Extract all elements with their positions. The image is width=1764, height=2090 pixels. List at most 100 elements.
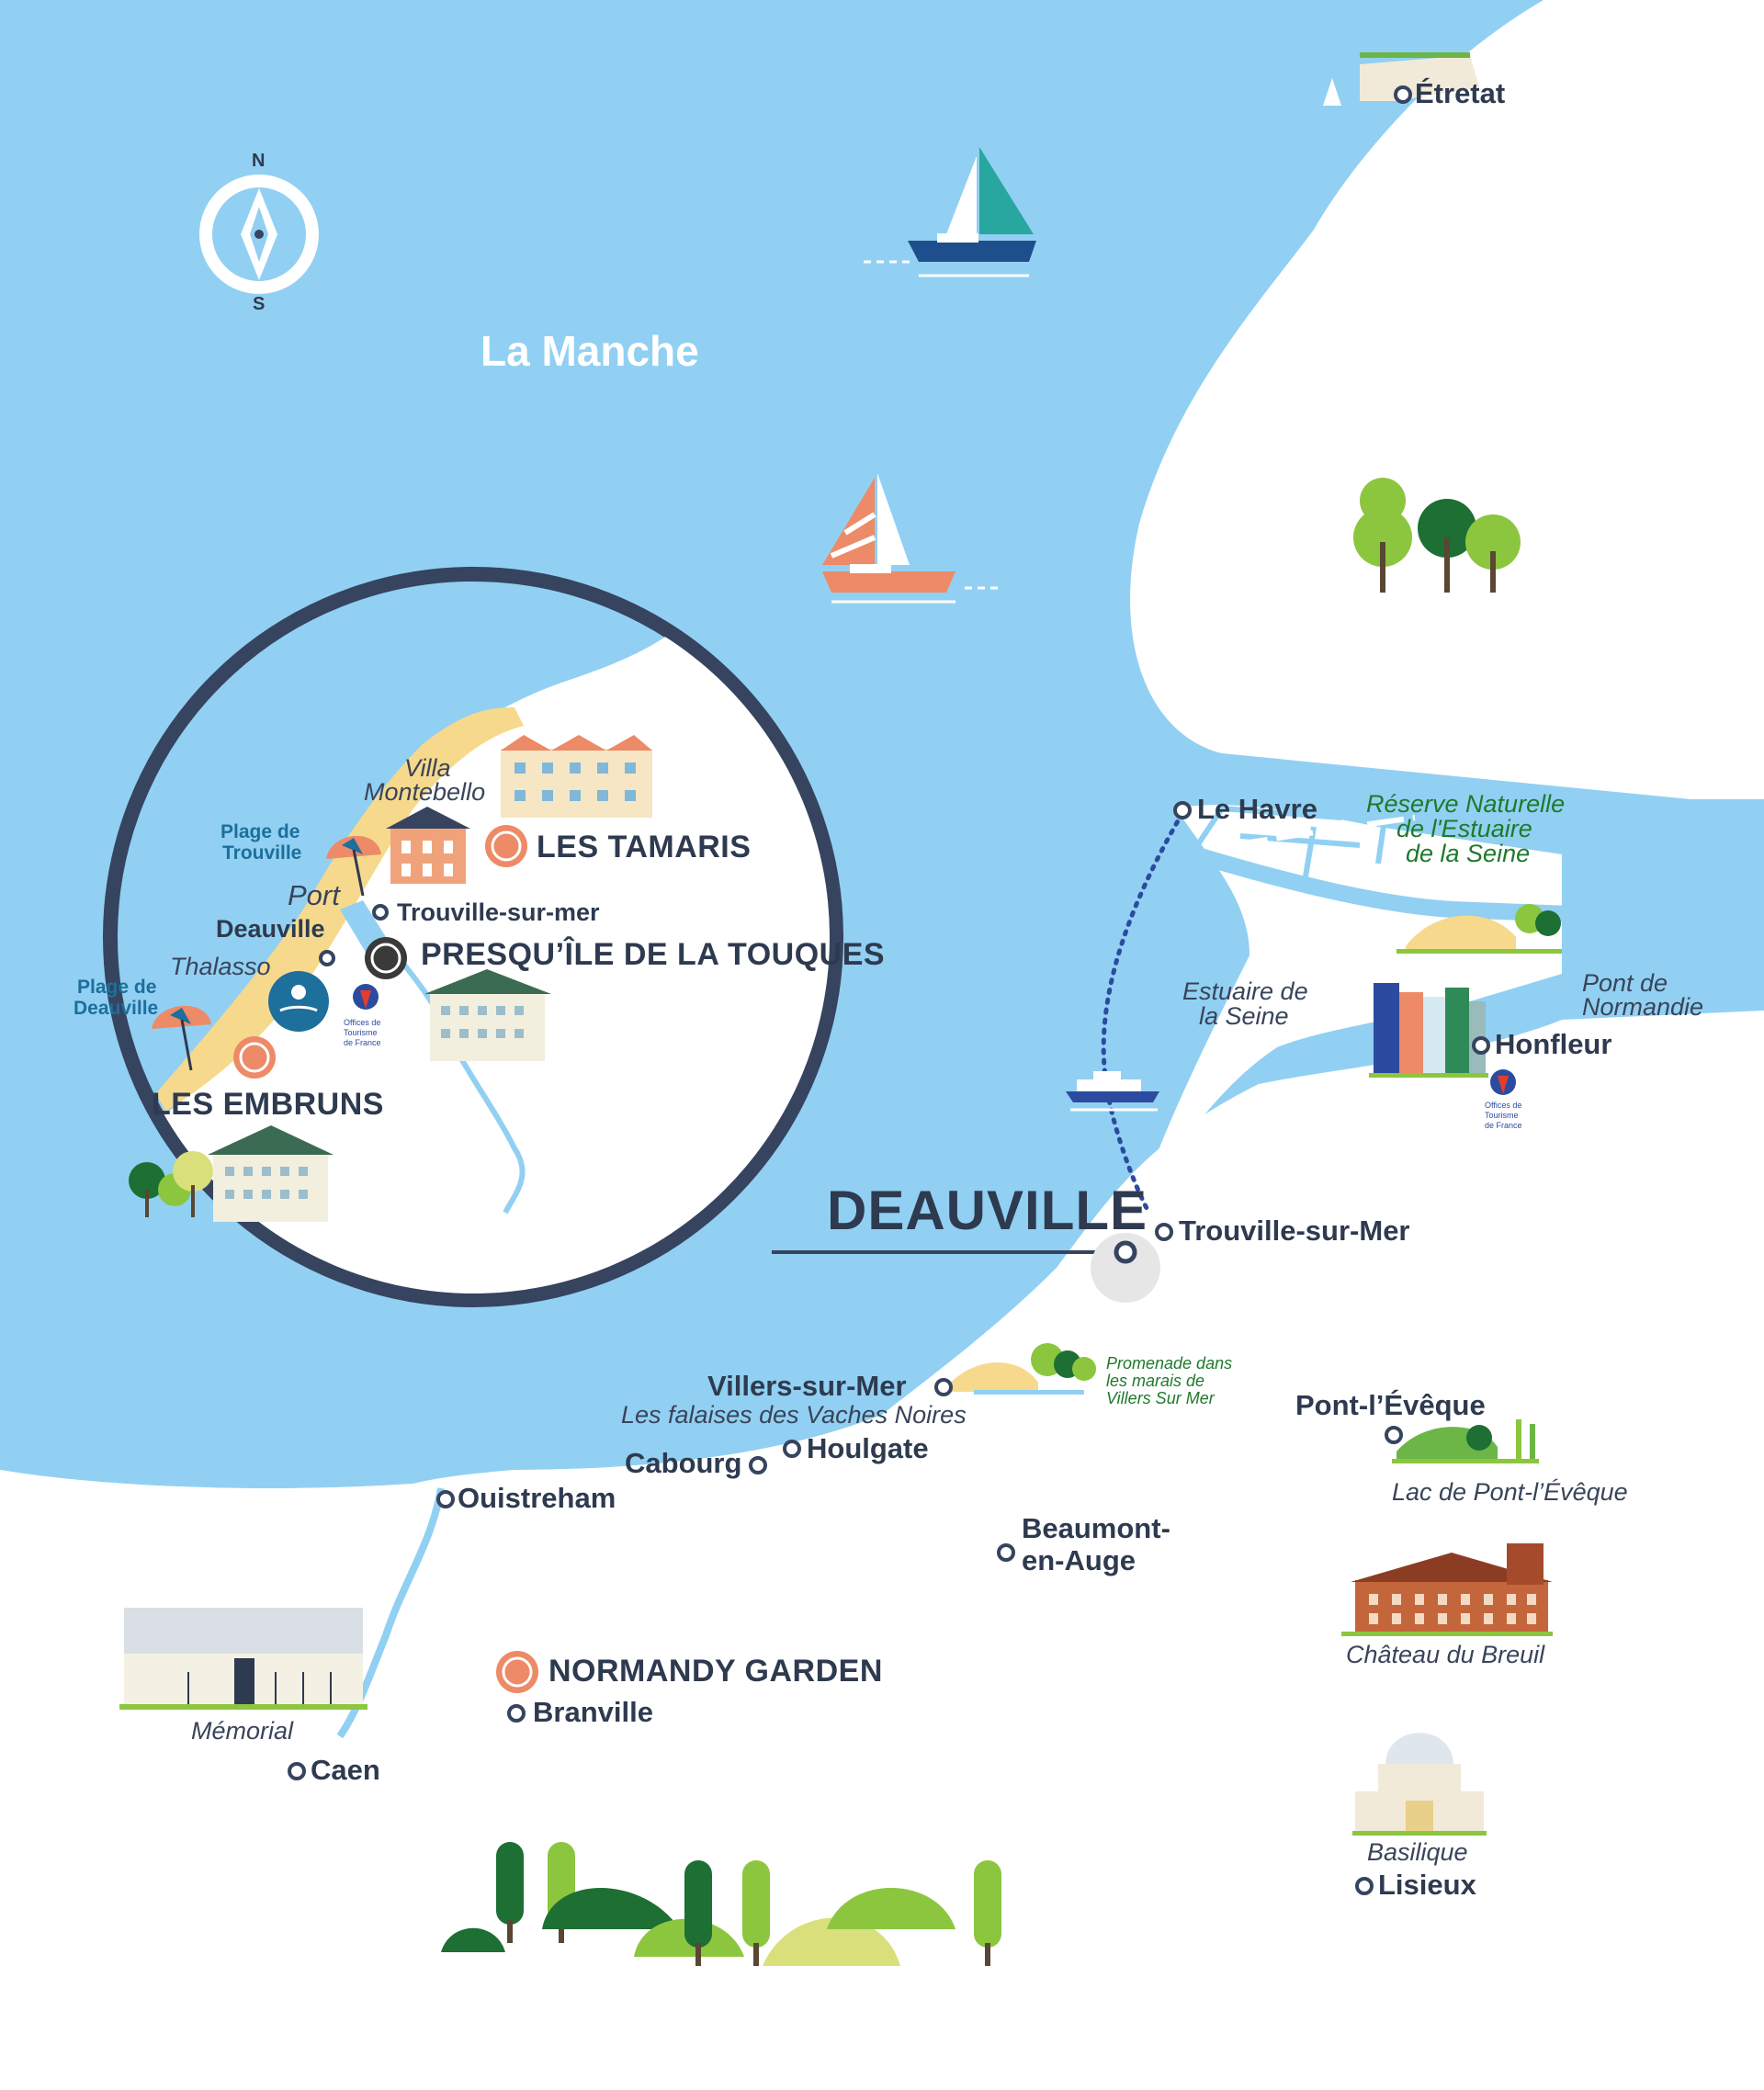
etretat-cliffs-icon [1323, 52, 1479, 106]
pin-presquile-icon [365, 937, 407, 979]
harbour-docks [1192, 798, 1390, 883]
city-beaumont-1: Beaumont- [1022, 1512, 1170, 1544]
city-branville: Branville [533, 1696, 653, 1728]
basilique-icon [1352, 1733, 1487, 1836]
city-pont-leveque: Pont-l’Évêque [1295, 1389, 1486, 1421]
marker-caen [288, 1762, 306, 1780]
reserve-label-1: Réserve Naturelle [1366, 790, 1566, 818]
plage-trouville-label-2: Trouville [222, 842, 302, 864]
parasol-deauville-icon [152, 1005, 211, 1071]
memorial-icon [119, 1608, 368, 1710]
residence-presquile[interactable]: PRESQU’ÎLE DE LA TOUQUES [421, 937, 886, 972]
thalasso-icon [268, 971, 329, 1032]
city-honfleur: Honfleur [1495, 1028, 1612, 1060]
city-cabourg: Cabourg [625, 1447, 742, 1479]
pont-normandie-label-1: Pont de [1582, 969, 1668, 997]
chateau-breuil-icon [1341, 1543, 1553, 1636]
sailboat-teal-icon [864, 147, 1036, 277]
marker-trouville [1155, 1223, 1173, 1241]
inset-deauville-label: Deauville [216, 915, 325, 943]
pin-normandy-icon [496, 1651, 538, 1693]
marker-pont-leveque [1385, 1426, 1403, 1444]
pin-tamaris-icon [485, 825, 527, 867]
lac-scene-icon [1392, 1419, 1539, 1463]
ferry-boat [1066, 1071, 1159, 1112]
office-inset-3: de France [344, 1038, 381, 1047]
city-lisieux: Lisieux [1378, 1869, 1476, 1901]
lac-label: Lac de Pont-l’Évêque [1392, 1478, 1628, 1506]
marker-honfleur [1472, 1036, 1490, 1055]
compass-north: N [252, 151, 266, 171]
marker-branville [507, 1704, 526, 1723]
seine-river-2 [1561, 977, 1764, 1007]
marker-villers [934, 1378, 953, 1396]
estuaire-label-2: la Seine [1199, 1002, 1289, 1030]
marker-le-havre [1173, 801, 1192, 819]
plage-deauville-label-1: Plage de [77, 977, 157, 998]
chateau-label: Château du Breuil [1346, 1641, 1545, 1668]
marker-inset-deauville [319, 950, 335, 966]
plage-deauville-label-2: Deauville [74, 998, 159, 1019]
villa-montebello-icon [386, 807, 470, 884]
residence-embruns[interactable]: LES EMBRUNS [152, 1087, 384, 1122]
pont-normandie-label-2: Normandie [1582, 993, 1704, 1021]
compass-icon [199, 175, 319, 294]
reserve-label-2: de l'Estuaire [1396, 815, 1532, 842]
marker-beaumont [997, 1543, 1015, 1562]
reserve-label-3: de la Seine [1406, 840, 1531, 867]
trees-northeast-icon [1353, 478, 1521, 593]
city-caen: Caen [311, 1754, 380, 1786]
city-villers: Villers-sur-Mer [707, 1370, 907, 1402]
office-tourisme-inset-icon [353, 984, 379, 1010]
sailboat-orange-icon [822, 473, 1001, 604]
city-ouistreham: Ouistreham [458, 1482, 616, 1514]
embruns-building-icon [208, 1125, 334, 1222]
compass-south: S [253, 294, 266, 314]
promenade-label-1: Promenade dans [1106, 1354, 1233, 1373]
reserve-nature-icon [1396, 904, 1562, 954]
le-havre-pier [1230, 815, 1416, 848]
forest-bottom-icon [441, 1842, 1001, 1966]
embruns-trees-icon [129, 1151, 213, 1217]
memorial-label: Mémorial [191, 1717, 294, 1745]
marker-inset-trouville [372, 904, 389, 921]
marker-ouistreham [436, 1490, 455, 1508]
basilique-label: Basilique [1367, 1838, 1468, 1866]
promenade-label-3: Villers Sur Mer [1106, 1389, 1215, 1407]
office-tourisme-honfleur-icon [1490, 1069, 1516, 1095]
office-inset-1: Offices de [344, 1018, 381, 1027]
thalasso-label: Thalasso [170, 953, 271, 980]
office-honfleur-3: de France [1485, 1121, 1522, 1130]
city-etretat: Étretat [1415, 77, 1506, 109]
parasol-trouville-icon [326, 835, 381, 897]
city-beaumont-2: en-Auge [1022, 1544, 1136, 1576]
residence-tamaris[interactable]: LES TAMARIS [537, 830, 752, 864]
city-trouville: Trouville-sur-Mer [1179, 1214, 1410, 1247]
office-honfleur-1: Offices de [1485, 1101, 1522, 1110]
touques-river [365, 917, 526, 1214]
office-honfleur-2: Tourisme [1485, 1111, 1519, 1120]
plage-trouville-label-1: Plage de [220, 821, 300, 842]
pin-embruns-icon [233, 1036, 276, 1079]
marker-houlgate [783, 1440, 801, 1458]
south-shore-land [0, 1011, 1764, 2090]
falaises-label: Les falaises des Vaches Noires [621, 1401, 967, 1429]
seine-channel [1192, 846, 1691, 927]
marker-etretat [1394, 85, 1412, 104]
city-le-havre: Le Havre [1197, 793, 1317, 825]
ferry-route [1101, 810, 1185, 1211]
villa-label-1: Villa [404, 754, 451, 782]
location-markers [288, 85, 1490, 1895]
marker-lisieux [1355, 1877, 1374, 1895]
deauville-highlight [1091, 1233, 1160, 1303]
inset-trouville-label: Trouville-sur-mer [397, 898, 600, 926]
villers-marsh-icon [946, 1343, 1096, 1395]
presquile-building-icon [424, 969, 551, 1061]
office-inset-2: Tourisme [344, 1028, 378, 1037]
residence-normandy[interactable]: NORMANDY GARDEN [548, 1654, 883, 1689]
estuaire-label-1: Estuaire de [1182, 977, 1308, 1005]
honfleur-houses-icon [1369, 983, 1488, 1078]
pont-normandie-arrow [1635, 905, 1690, 932]
